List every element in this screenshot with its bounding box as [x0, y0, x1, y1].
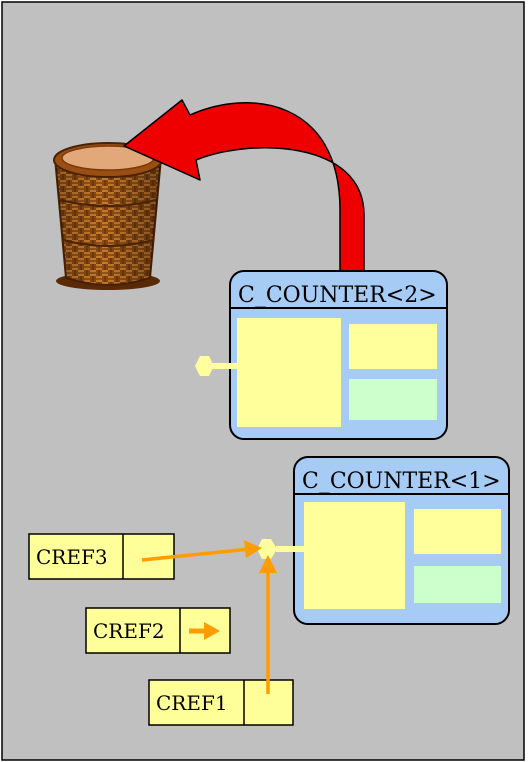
cref1-pointer-arrow — [259, 555, 277, 694]
cref3-pointer-arrow — [141, 540, 262, 562]
counter-1-top-cell — [414, 509, 501, 554]
cref3-label: CREF3 — [36, 545, 108, 569]
wastebasket-icon — [53, 142, 163, 290]
counter-2-main-cell — [237, 318, 341, 427]
cref1-box: CREF1 — [148, 679, 294, 726]
counter-box-2: C_COUNTER<2> — [229, 270, 448, 440]
counter-box-1: C_COUNTER<1> — [293, 456, 510, 625]
counter-2-title: C_COUNTER<2> — [238, 283, 437, 308]
cref2-null-pointer-arrow — [189, 622, 220, 640]
cref2-label: CREF2 — [93, 619, 165, 643]
counter-2-bottom-cell — [349, 379, 437, 420]
counter-2-connector — [195, 356, 237, 376]
counter-1-bottom-cell — [414, 566, 501, 603]
cref1-label: CREF1 — [156, 691, 228, 715]
counter-1-main-cell — [304, 502, 405, 609]
counter-1-connector — [257, 539, 304, 559]
curved-arrow-icon — [123, 99, 365, 273]
counter-1-title: C_COUNTER<1> — [302, 469, 501, 494]
cref3-box: CREF3 — [28, 533, 175, 580]
counter-2-top-cell — [349, 324, 437, 369]
